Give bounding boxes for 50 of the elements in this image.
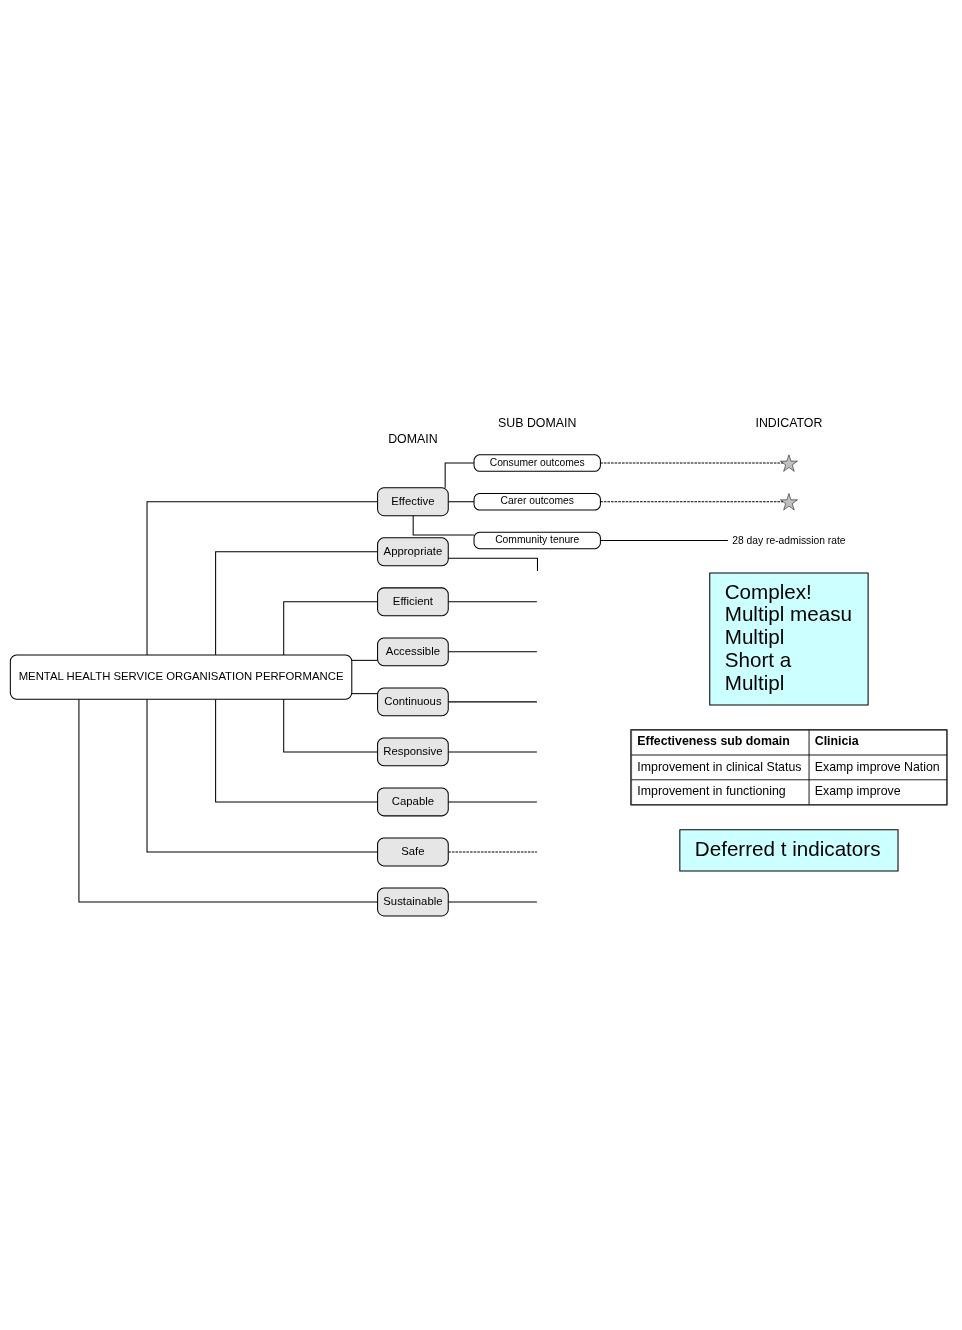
- connector: [447, 651, 538, 653]
- node-box: Safe: [377, 837, 449, 867]
- node-box: MENTAL HEALTH SERVICE ORGANISATION PERFORMANCE: [9, 654, 353, 700]
- node-box: Sustainable: [377, 887, 449, 917]
- node-box: Effective: [377, 487, 449, 517]
- connector: [599, 539, 729, 541]
- connector: [78, 699, 378, 903]
- connector: [283, 698, 378, 753]
- label: Effectiveness sub domain: [637, 734, 790, 749]
- node-star: [780, 493, 798, 511]
- node-text: 28 day re-admission rate: [732, 535, 846, 547]
- label: SUB DOMAIN: [498, 415, 577, 430]
- connector: [599, 462, 784, 464]
- connector: [215, 551, 378, 656]
- label: Improvement in functioning: [637, 784, 786, 799]
- connector: [447, 701, 538, 703]
- node-box: Carer outcomes: [473, 493, 601, 511]
- node-box: Deferred t indicators: [679, 829, 899, 872]
- label: DOMAIN: [388, 432, 438, 447]
- connector: [447, 901, 538, 903]
- node-box: Appropriate: [377, 537, 449, 567]
- connector: [447, 557, 538, 572]
- node-box: Consumer outcomes: [473, 454, 601, 472]
- connector: [146, 501, 378, 656]
- label: INDICATOR: [755, 415, 823, 430]
- connector: [447, 601, 538, 603]
- label: Improvement in clinical Status: [637, 759, 802, 774]
- connector: [447, 801, 538, 803]
- node-box: Accessible: [377, 637, 449, 667]
- node-star: [780, 454, 798, 472]
- label: Examp improve Nation: [814, 759, 940, 774]
- node-box: Community tenure: [473, 531, 601, 550]
- connector: [412, 515, 475, 536]
- node-box: Continuous: [377, 687, 449, 717]
- connector: [447, 751, 538, 753]
- connector: [215, 698, 378, 803]
- connector: [283, 601, 378, 656]
- node-box: Complex! Multipl measu Multipl Short a Multipl: [709, 572, 869, 706]
- connector: [146, 698, 378, 853]
- label: Clinicia: [814, 734, 859, 749]
- node-box: Capable: [377, 787, 449, 817]
- label: Examp improve: [814, 784, 901, 799]
- connector: [447, 501, 475, 503]
- connector: [351, 659, 378, 661]
- connector: [599, 501, 784, 503]
- connector: [351, 693, 378, 695]
- connector: [444, 462, 475, 489]
- connector: [447, 851, 538, 853]
- node-box: Responsive: [377, 737, 449, 767]
- node-box: Efficient: [377, 587, 449, 617]
